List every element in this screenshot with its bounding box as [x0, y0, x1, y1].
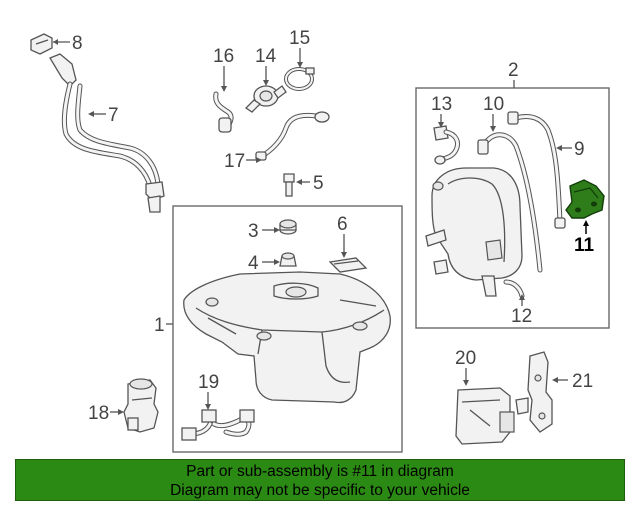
- callout-2[interactable]: 2: [508, 60, 519, 81]
- part-5-bolt[interactable]: [283, 173, 295, 197]
- part-9-vent-line[interactable]: [507, 111, 566, 229]
- arrowhead-14: [263, 80, 269, 86]
- arrowhead-18: [118, 409, 124, 415]
- callout-13[interactable]: 13: [431, 94, 452, 115]
- part-1-fuel-tank[interactable]: [183, 271, 391, 404]
- arrowhead-7: [88, 111, 94, 117]
- part-21-mounting-bracket[interactable]: [515, 351, 553, 433]
- part-8-filler-cap[interactable]: [30, 33, 53, 55]
- part-10-hose[interactable]: [477, 132, 543, 273]
- callout-11[interactable]: 11: [574, 235, 595, 256]
- arrowhead-5: [296, 179, 302, 185]
- part-19-wiring-harness[interactable]: [181, 409, 255, 441]
- part-13-connector[interactable]: [433, 125, 461, 165]
- callout-6[interactable]: 6: [337, 214, 348, 235]
- callout-8[interactable]: 8: [72, 33, 83, 54]
- callout-9[interactable]: 9: [574, 139, 585, 160]
- arrowhead-10: [490, 126, 496, 132]
- canister-assembly-box: [415, 87, 610, 329]
- arrowhead-17: [256, 157, 262, 163]
- arrowhead-15: [297, 62, 303, 68]
- banner-line-2: Diagram may not be specific to your vehi…: [170, 482, 470, 499]
- arrowhead-11: [583, 220, 589, 226]
- part-12-line[interactable]: [503, 279, 525, 299]
- arrowhead-21: [552, 377, 558, 383]
- part-11-bracket[interactable]: [565, 179, 605, 219]
- callout-4[interactable]: 4: [248, 253, 259, 274]
- part-15-clamp-ring[interactable]: [284, 67, 315, 91]
- callout-18[interactable]: 18: [88, 403, 109, 424]
- arrowhead-13: [438, 122, 444, 128]
- arrowhead-12: [519, 294, 525, 300]
- part-4-nut[interactable]: [279, 252, 297, 267]
- callout-20[interactable]: 20: [455, 348, 476, 369]
- callout-7[interactable]: 7: [108, 105, 119, 126]
- callout-17[interactable]: 17: [224, 151, 245, 172]
- arrowhead-4: [274, 259, 280, 265]
- callout-16[interactable]: 16: [213, 46, 234, 67]
- arrowhead-8: [53, 39, 58, 45]
- part-7-filler-pipe[interactable]: [49, 53, 165, 213]
- part-18-pump-module[interactable]: [123, 378, 159, 433]
- part-20-control-module[interactable]: [455, 387, 515, 445]
- arrowhead-9: [556, 145, 562, 151]
- arrowhead-16: [221, 86, 227, 92]
- part-3-grommet[interactable]: [279, 219, 297, 235]
- part-17-hose[interactable]: [255, 111, 330, 161]
- part-16-vent-hose[interactable]: [213, 91, 234, 133]
- callout-14[interactable]: 14: [255, 46, 277, 67]
- fuel-tank-assembly-box: [172, 205, 403, 453]
- callout-1[interactable]: 1: [154, 315, 165, 336]
- callout-19[interactable]: 19: [198, 372, 219, 393]
- arrowhead-20: [463, 380, 469, 386]
- info-banner: Part or sub-assembly is #11 in diagram D…: [15, 459, 625, 501]
- callout-15[interactable]: 15: [289, 28, 310, 49]
- callout-21[interactable]: 21: [572, 371, 593, 392]
- part-14-valve[interactable]: [244, 85, 287, 113]
- callout-3[interactable]: 3: [248, 221, 259, 242]
- callout-12[interactable]: 12: [511, 306, 532, 327]
- callout-5[interactable]: 5: [313, 173, 324, 194]
- part-2-canister[interactable]: [425, 167, 523, 297]
- arrowhead-19: [205, 404, 211, 410]
- banner-line-1: Part or sub-assembly is #11 in diagram: [186, 463, 454, 480]
- callout-10[interactable]: 10: [483, 94, 504, 115]
- part-6-pad[interactable]: [328, 257, 368, 273]
- arrowhead-6: [341, 252, 347, 258]
- arrowhead-3: [274, 227, 280, 233]
